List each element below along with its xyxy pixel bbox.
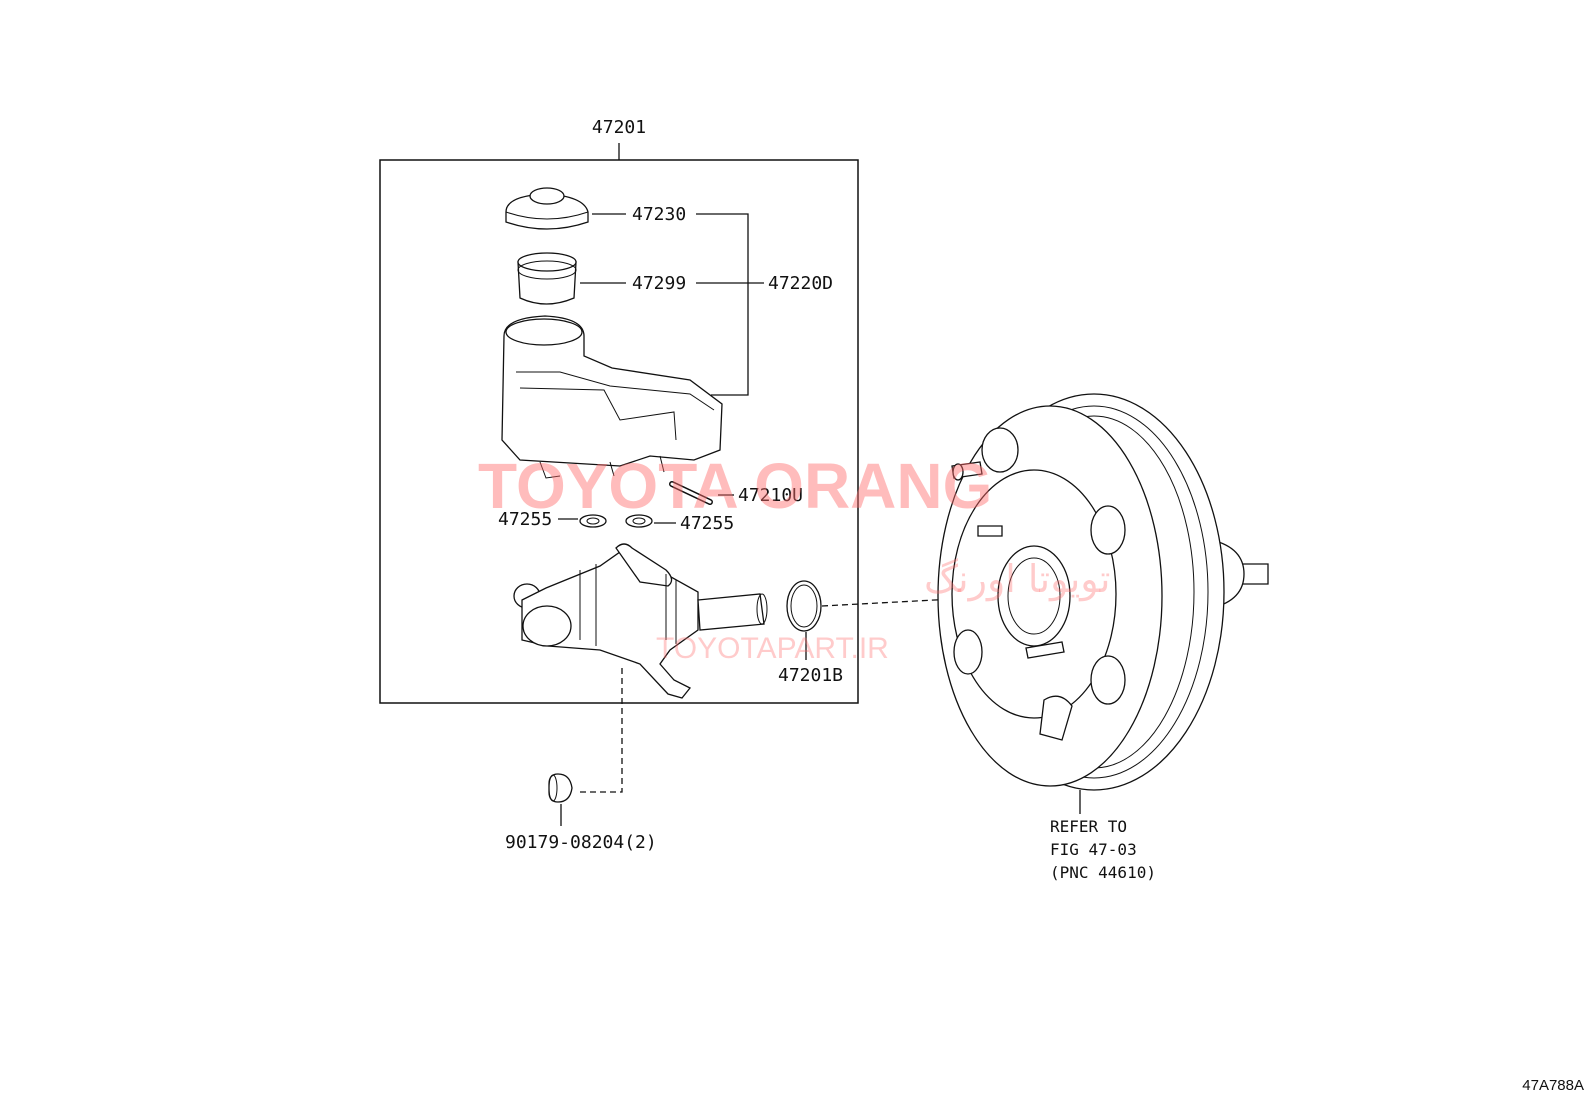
label-cap: 47230 bbox=[632, 204, 686, 225]
label-strainer: 47299 bbox=[632, 273, 686, 294]
label-o-ring: 47201B bbox=[778, 665, 843, 686]
reservoir-cap bbox=[505, 187, 589, 230]
brake-booster bbox=[937, 393, 1269, 791]
mounting-nut bbox=[548, 773, 573, 803]
watermark-persian: تویوتا اورنگ bbox=[924, 557, 1111, 602]
label-reservoir-set: 47220D bbox=[768, 273, 833, 294]
grommet-right bbox=[625, 514, 653, 528]
label-pin: 47210U bbox=[738, 485, 803, 506]
label-assembly: 47201 bbox=[592, 117, 646, 138]
o-ring bbox=[786, 580, 822, 632]
label-grommet-left: 47255 bbox=[498, 509, 552, 530]
label-nut: 90179-08204(2) bbox=[505, 832, 657, 853]
grommet-left bbox=[579, 514, 607, 528]
reservoir-tank bbox=[501, 315, 723, 479]
figure-code: 47A788A bbox=[1522, 1077, 1584, 1094]
master-cylinder-body bbox=[513, 543, 768, 699]
label-booster-ref-3: (PNC 44610) bbox=[1050, 863, 1156, 882]
label-booster-ref-1: REFER TO bbox=[1050, 817, 1127, 836]
label-booster-ref-2: FIG 47-03 bbox=[1050, 840, 1137, 859]
watermark-url: TOYOTAPART.IR bbox=[656, 632, 889, 665]
watermark-brand: TOYOTA ORANG bbox=[478, 450, 992, 522]
reservoir-strainer bbox=[517, 252, 577, 305]
label-grommet-right: 47255 bbox=[680, 513, 734, 534]
